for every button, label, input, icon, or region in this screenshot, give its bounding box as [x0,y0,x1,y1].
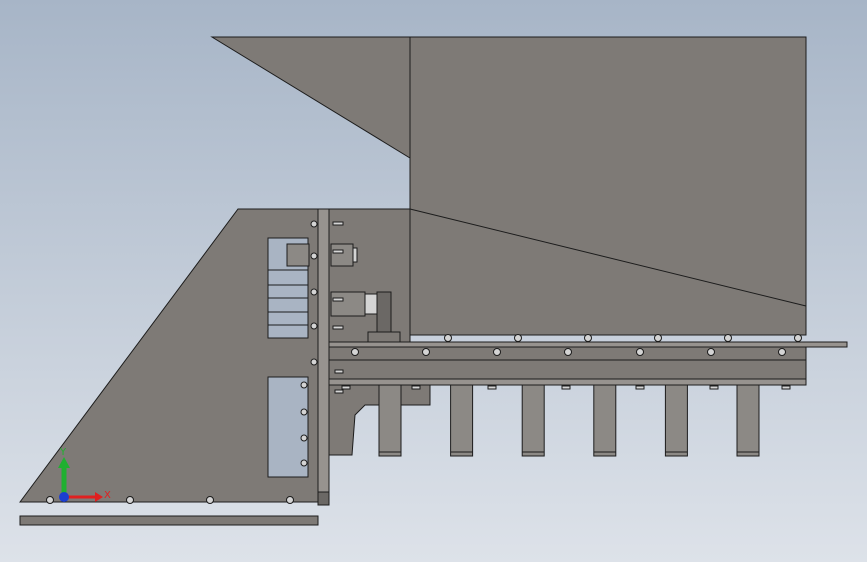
rod [450,384,474,457]
lower-window [267,376,309,478]
bolt-head-icon [46,496,54,504]
bolt-shank [781,385,791,390]
bolt-shank [561,385,571,390]
y-axis-label: Y [59,447,67,458]
cylinder-lower-nut [364,293,378,315]
bolt-head-icon [310,288,318,296]
vertical-post-inner [328,208,411,346]
bolt-shank [334,369,344,374]
bolt-head-icon [794,334,802,342]
lower-rail [328,378,807,386]
bolt-head-icon [422,348,430,356]
pneumatic-cylinder-lower[interactable] [330,291,401,343]
bolt-head-icon [636,348,644,356]
pneumatic-cylinder-icon [286,243,310,267]
bolt-shank [332,221,344,226]
cylinder-lower-body [330,291,366,317]
bolt-shank [341,385,351,390]
rod [521,384,545,457]
bolt-head-icon [300,459,308,467]
bolt-head-icon [444,334,452,342]
cylinder-lower-bracket [367,331,401,343]
bolt-head-icon [300,408,308,416]
bolt-head-icon [584,334,592,342]
bolt-group [46,220,802,504]
cylinder-upper-rod [330,243,354,267]
bolt-shank [332,325,344,330]
cylinder-upper-cap [352,247,358,263]
view-triad[interactable]: X Y [58,447,111,502]
support-bracket [328,384,431,456]
rod [664,384,688,457]
bolt-head-icon [310,322,318,330]
bolt-head-icon [310,252,318,260]
bolt-head-icon [564,348,572,356]
hopper-box [409,36,807,336]
bolt-head-icon [724,334,732,342]
bolt-shank [334,389,344,394]
bolt-shank [635,385,645,390]
z-axis-origin-icon [59,492,69,502]
bolt-head-icon [778,348,786,356]
x-axis-label: X [104,490,111,501]
bolt-head-icon [493,348,501,356]
upper-rail [328,341,848,348]
bolt-head-icon [310,220,318,228]
rail-assembly[interactable] [328,341,848,456]
bolt-shank [709,385,719,390]
rod [736,384,760,457]
bolt-head-icon [126,496,134,504]
vertical-post [317,208,330,506]
x-axis-arrowhead [95,492,103,502]
bolt-head-icon [206,496,214,504]
bolt-shank [411,385,421,390]
bolt-head-icon [654,334,662,342]
hopper-inner-edge [409,208,807,307]
bolt-head-icon [351,348,359,356]
y-axis-arrowhead [58,457,70,468]
bolt-head-icon [707,348,715,356]
cylinder-lower-clevis [376,291,392,335]
bolt-head-icon [514,334,522,342]
hopper-assembly[interactable] [210,36,807,336]
bolt-shank [332,249,344,254]
bolt-head-icon [300,434,308,442]
rod-row [378,384,760,457]
base-bar [19,515,319,526]
bolt-shank [487,385,497,390]
bolt-head-icon [310,358,318,366]
rod [378,384,402,457]
vertical-post-foot [317,491,330,506]
bolt-head-icon [286,496,294,504]
rod [593,384,617,457]
bolt-shank [332,297,344,302]
bolt-head-icon [300,381,308,389]
